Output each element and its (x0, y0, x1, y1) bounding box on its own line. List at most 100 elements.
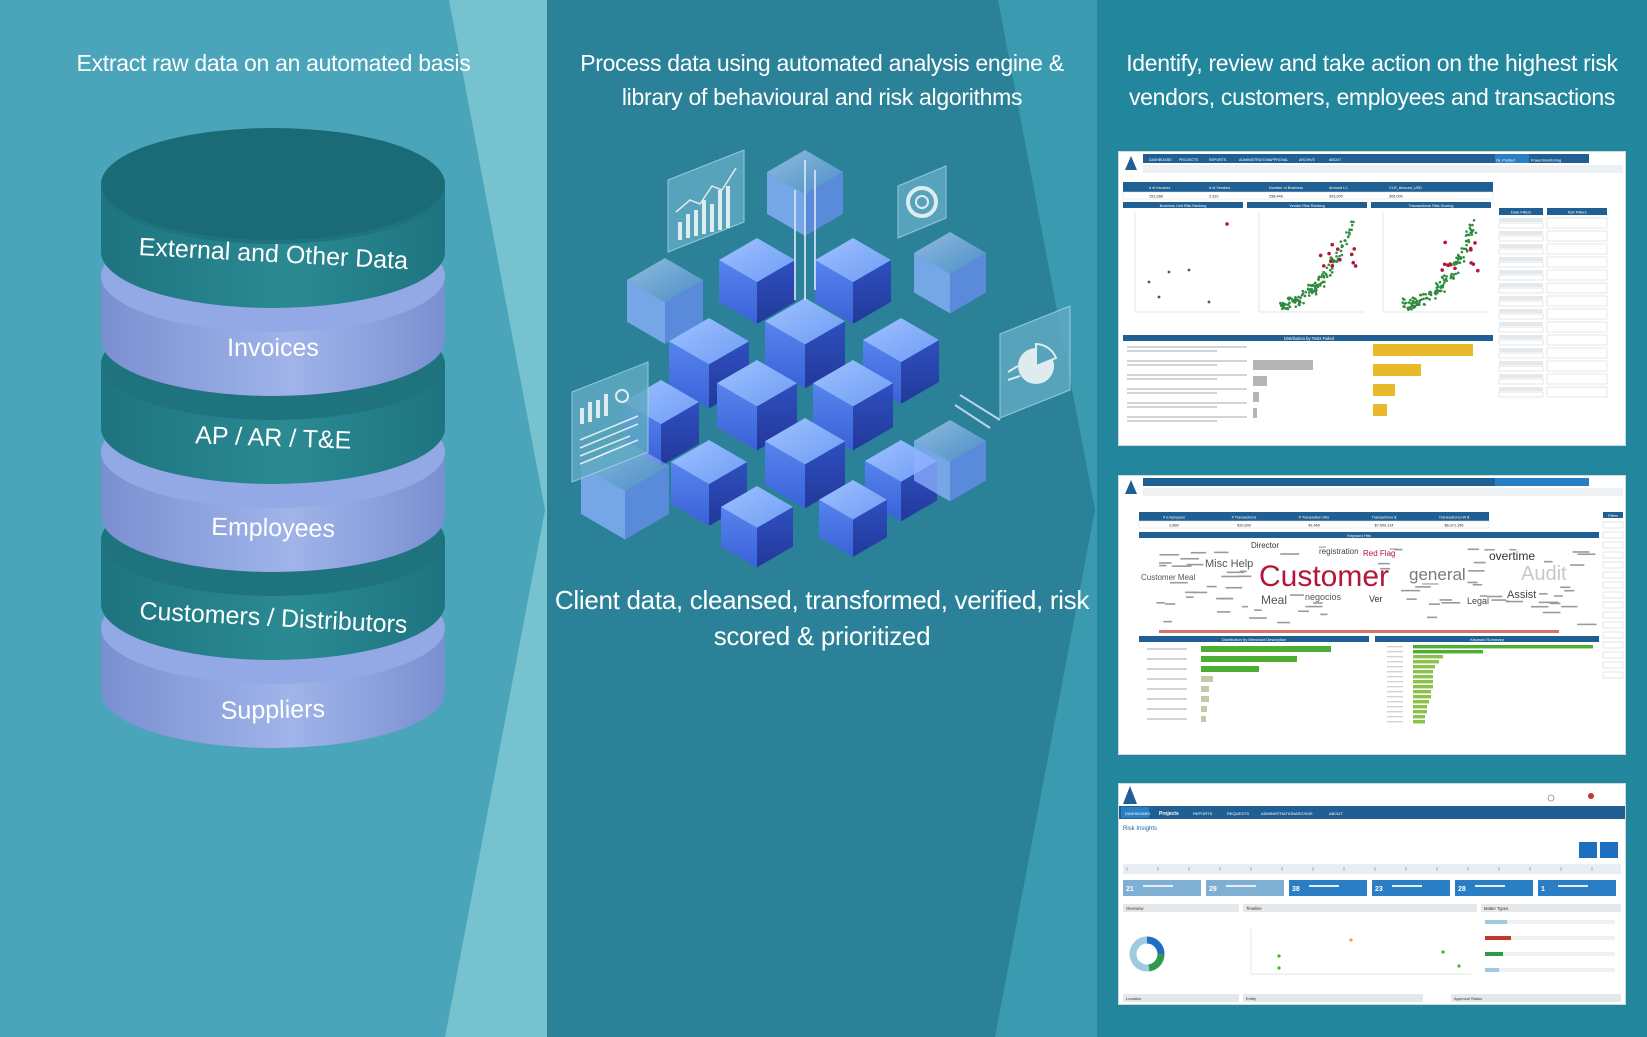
floating-chart-card (667, 149, 745, 253)
kpi-value: 303,200 (1329, 195, 1343, 199)
keyword: negocios (1305, 592, 1342, 602)
kpi-value: 151,288 (1149, 195, 1163, 199)
keyword: Assist (1507, 589, 1536, 601)
dashboard-risk-insights: DASHBOARD Projects REPORTS REQUESTS ADMINIST… (1118, 783, 1626, 1005)
keyword: general (1409, 565, 1466, 584)
data-cube (914, 420, 986, 502)
kpi-card-value: 23 (1375, 886, 1383, 893)
db-layer-label: Invoices (227, 334, 319, 362)
tests-failed-title: Distribution by Tests Failed (1284, 336, 1335, 341)
db-layer-label: Employees (211, 513, 335, 543)
panel-title: Transactional Risk Scoring (1408, 204, 1453, 208)
menu-item: ARCHIVE (1295, 811, 1313, 816)
kpi-value: 2,310 (1209, 195, 1219, 199)
risk-insights-title: Risk Insights (1123, 826, 1157, 832)
kpi-card-value: 28 (1458, 886, 1466, 893)
kpi-label: CLR_Amount_USD (1389, 186, 1422, 190)
keyword-summary-title: Keyword Summary (1470, 637, 1504, 642)
kpi-strip (1123, 182, 1493, 192)
bell-icon (1547, 794, 1555, 802)
section-title: Timeline (1246, 906, 1262, 911)
menu-item: REPORTS (1209, 158, 1227, 162)
menu-item: PROJECTS (1179, 158, 1199, 162)
data-cube (719, 238, 795, 324)
kpi-label: Amount LC (1329, 186, 1348, 190)
app-logo-icon (1125, 480, 1137, 494)
data-filters-title: Data Filters (1511, 210, 1531, 215)
dashboard-keyword-hits: # Employees # Transactions # Transaction H… (1118, 475, 1626, 755)
kpi-value: 520,300 (1237, 524, 1251, 528)
data-cube (671, 440, 747, 526)
data-cube (813, 360, 893, 451)
chevron-light-2 (995, 0, 1097, 1037)
footer-section-title: Entity (1246, 996, 1256, 1001)
menu-item: DASHBOARD (1125, 811, 1150, 816)
menu-item: ARCHIVE (1299, 158, 1316, 162)
section-title: Overview (1126, 906, 1144, 911)
kpi-value: $7,009,114 (1375, 524, 1394, 528)
db-layer-label: AP / AR / T&E (195, 421, 352, 454)
data-cube (627, 258, 703, 344)
top-menu-bar (1119, 806, 1625, 819)
data-cube (819, 480, 887, 557)
kpi-label: # Transactions (1232, 516, 1257, 520)
kpi-card-value: 1 (1541, 886, 1545, 893)
heading-client-data: Client data, cleansed, transformed, veri… (554, 585, 1090, 651)
keyword-hits-title: Keyword Hits (1347, 533, 1371, 538)
kpi-value: 258,446 (1269, 195, 1283, 199)
kpi-label: # Employees (1163, 516, 1185, 520)
menu-item: ADMINISTRATION (1239, 158, 1270, 162)
keyword: Red Flag (1363, 549, 1395, 558)
kpi-label: # of Vendors (1209, 186, 1230, 190)
kpi-value: 42,460 (1308, 524, 1320, 528)
floating-donut-card (897, 165, 947, 239)
keyword: Director (1251, 541, 1279, 550)
heading-extract: Extract raw data on an automated basis (76, 50, 471, 76)
keyword: Audit (1521, 563, 1567, 585)
keyword: Misc Help (1205, 558, 1253, 570)
keyword: Customer (1259, 560, 1389, 593)
heading-identify: Identify, review and take action on the … (1126, 50, 1618, 110)
app-logo-icon (1125, 156, 1137, 170)
app-logo-icon (1123, 786, 1137, 804)
floating-pie-card (999, 305, 1071, 419)
floating-report-card (571, 361, 649, 483)
kpi-label: # Transaction Hits (1299, 516, 1329, 520)
db-layer-label: Suppliers (221, 695, 326, 725)
menu-item: DASHBOARD (1149, 158, 1172, 162)
keyword: Legal (1467, 596, 1489, 606)
kpi-card-value: 38 (1292, 886, 1300, 893)
kpi-value: 2,860 (1169, 524, 1179, 528)
section-title: Matter Types (1484, 906, 1508, 911)
keyword: Ver (1369, 594, 1383, 604)
kpi-value: $6,371,156 (1444, 524, 1463, 528)
keyword: Meal (1261, 593, 1287, 607)
kpi-card-value: 29 (1209, 886, 1217, 893)
fraud-monitoring-tab: Fraud Monitoring (1531, 158, 1561, 163)
merchant-chart-title: Distribution by Merchant Description (1222, 637, 1286, 642)
data-cube (765, 418, 845, 509)
test-filters-title: Test Filters (1567, 210, 1586, 215)
light-streaks (794, 160, 1001, 429)
menu-item: ABOUT (1329, 158, 1342, 162)
avatar (1588, 793, 1594, 799)
kpi-card-value: 21 (1126, 886, 1134, 893)
menu-item: REQUESTS (1227, 811, 1249, 816)
footer-section-title: Approval Status (1454, 996, 1482, 1001)
keyword: overtime (1489, 549, 1535, 563)
keyword: Customer Meal (1141, 573, 1195, 582)
menu-item: ABOUT (1329, 811, 1343, 816)
menu-item: ADMINISTRATION (1261, 811, 1295, 816)
menu-item: REPORTS (1193, 811, 1213, 816)
kpi-label: # of Invoices (1149, 186, 1170, 190)
data-cube (765, 298, 845, 389)
panel-title: Business Unit Risk Ranking (1160, 204, 1207, 208)
footer-section-title: Location (1126, 996, 1141, 1001)
keyword: registration (1319, 547, 1359, 556)
gl-posted-tab: GL Posted (1496, 158, 1515, 163)
menu-item: Projects (1159, 811, 1179, 817)
